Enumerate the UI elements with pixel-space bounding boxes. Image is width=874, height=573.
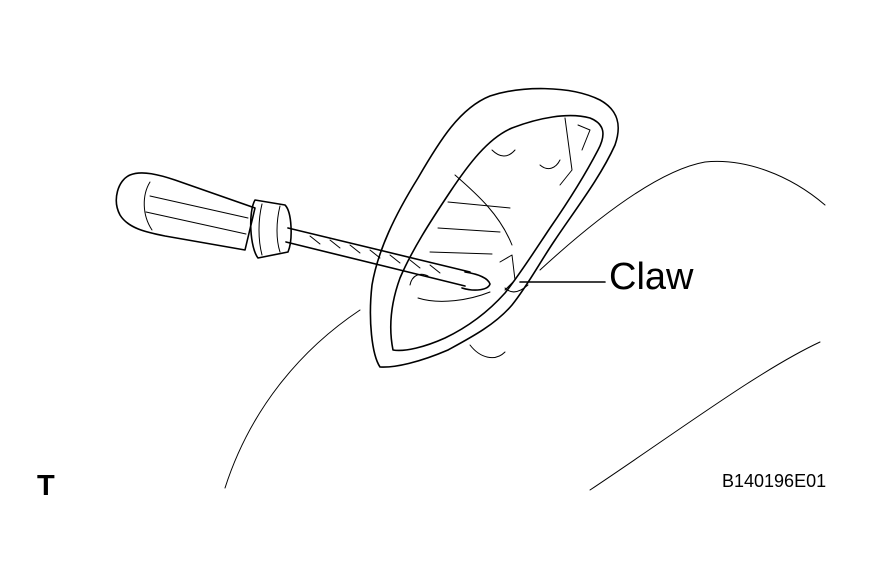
corner-mark: T [37,470,55,502]
trim-cover [369,87,619,368]
screwdriver [115,172,491,291]
figure-id: B140196E01 [722,471,827,491]
seat-contour [224,160,826,491]
claw-callout-label: Claw [609,256,694,298]
